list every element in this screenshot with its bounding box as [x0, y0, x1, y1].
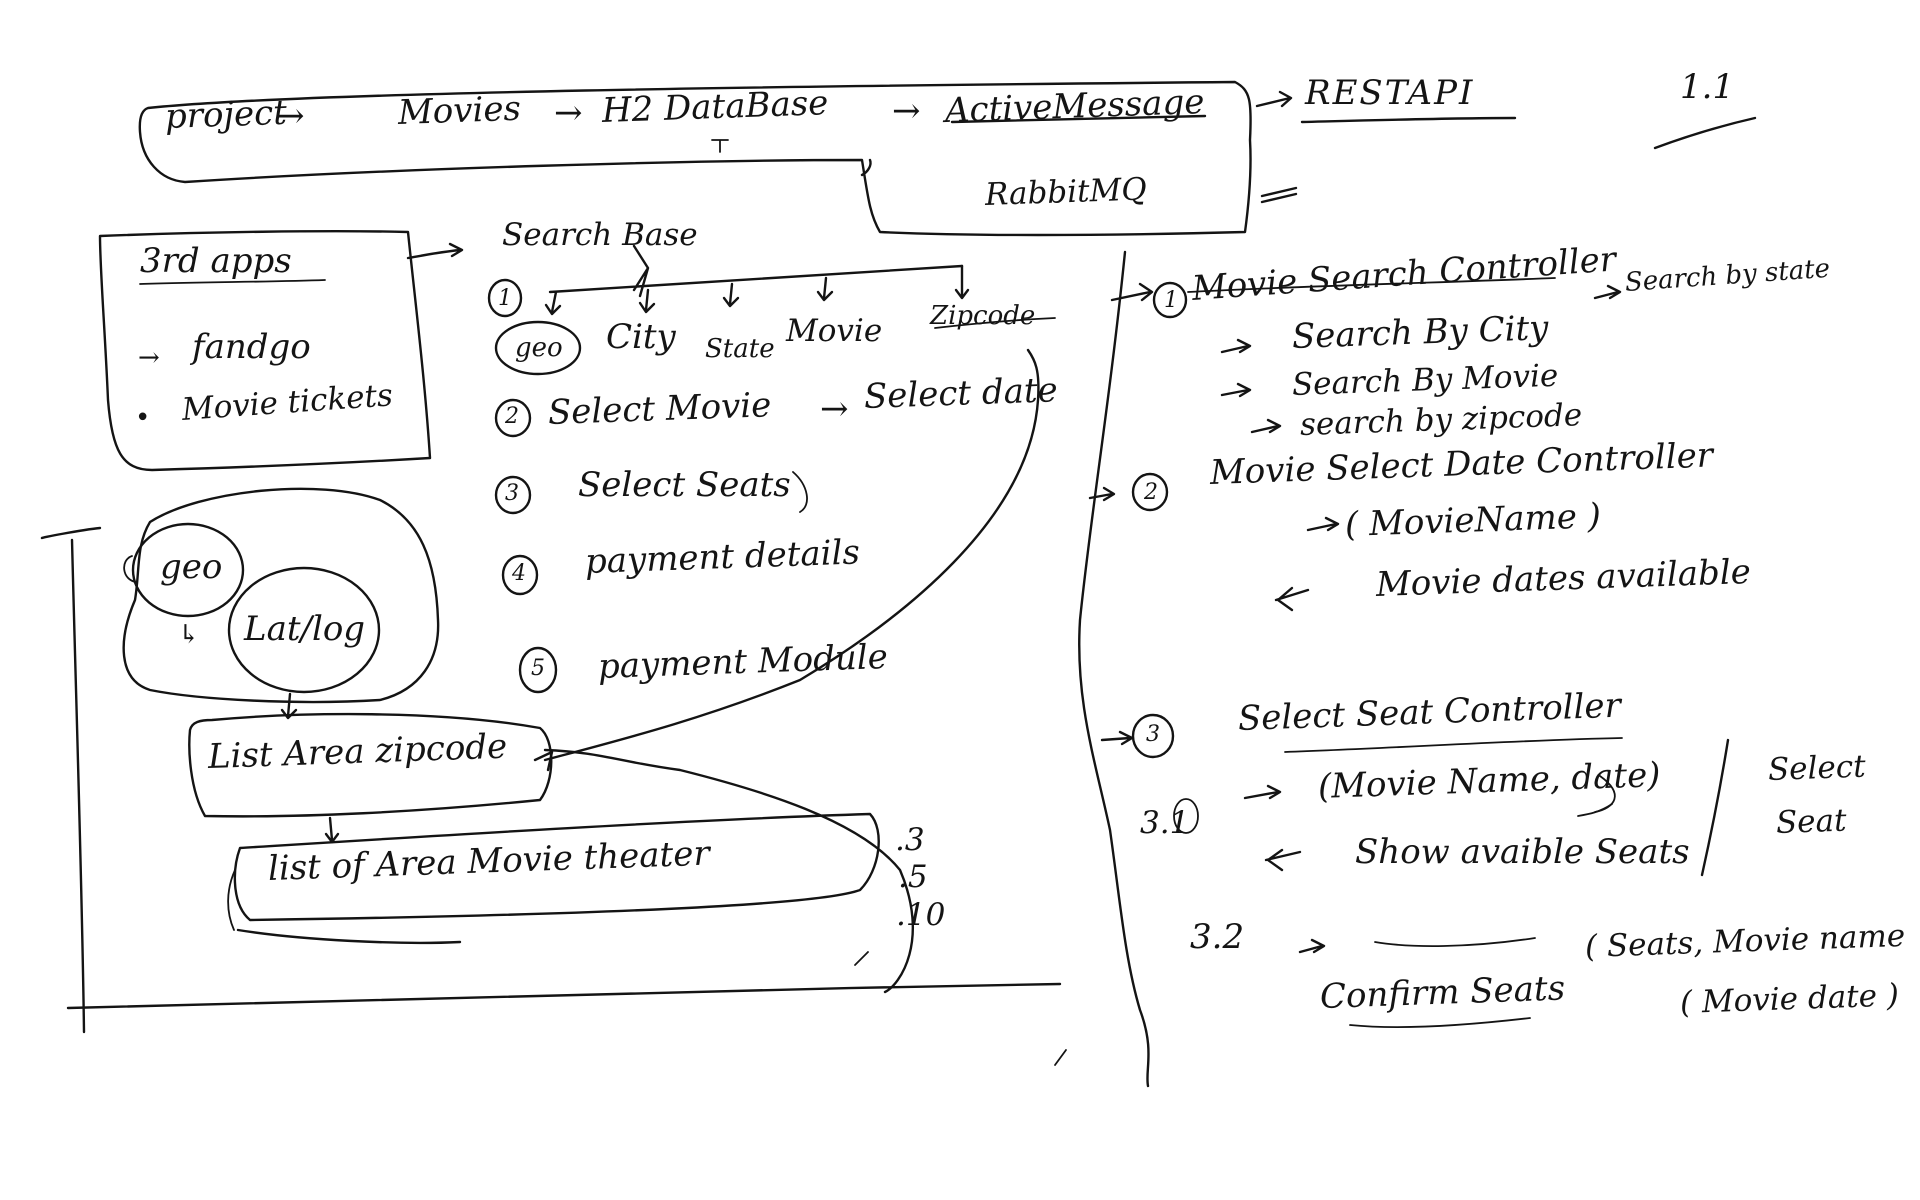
controller-number: 3 [1146, 722, 1160, 747]
arrow-glyph: → [138, 343, 160, 373]
step-number: 4 [512, 561, 526, 586]
step-number: 2 [505, 404, 519, 429]
c2-input-moviename: ( MovieName ) [1344, 496, 1602, 545]
distance-value: .3 [895, 822, 925, 858]
c3-side-seat: Seat [1775, 802, 1848, 841]
arrow-glyph: → [276, 96, 305, 136]
top-flow-box [138, 80, 1252, 237]
version-underline [1653, 116, 1757, 150]
search-by-city: Search By City [1291, 308, 1549, 357]
step-number: 5 [531, 656, 545, 681]
controller-number: 1 [1164, 288, 1178, 313]
third-app-item: fandgo [192, 327, 311, 367]
c3-side-select: Select [1767, 748, 1867, 788]
arrow-extra [1260, 186, 1298, 204]
search-by-movie: Search By Movie [1291, 357, 1559, 403]
sub-step-number: 3.2 [1190, 917, 1245, 957]
step-payment-details: payment details [584, 532, 861, 582]
search-option-zipcode: Zipcode [930, 301, 1036, 331]
third-apps-title: 3rd apps [140, 241, 292, 281]
step-select-movie: Select Movie [547, 385, 772, 433]
arrow-to-restapi [1255, 90, 1293, 108]
sub-step-number: 3.1 [1140, 805, 1190, 841]
controller-number: 2 [1144, 480, 1158, 505]
c3-output-available-seats: Show avaible Seats [1355, 832, 1690, 872]
arrow-glyph: ↳ [178, 620, 200, 650]
bullet-glyph: • [135, 403, 151, 433]
active-message-label: ActiveMessage [944, 81, 1205, 131]
step-select-date: Select date [863, 370, 1059, 417]
c3-confirm-seats: Confirm Seats [1319, 968, 1566, 1017]
geo-label: geo [160, 547, 223, 587]
lat-log-label: Lat/log [244, 609, 366, 649]
step-number: 3 [505, 481, 519, 506]
third-apps-box [98, 230, 464, 472]
distance-value: .5 [898, 859, 928, 895]
project-label: project [164, 92, 288, 137]
c3-confirm-params-date: ( Movie date ) [1679, 977, 1900, 1021]
geo-flow-frame [40, 348, 1067, 1066]
step-payment-module: payment Module [597, 636, 889, 687]
h2-database-label: H2 DataBase [601, 83, 829, 131]
search-option-state: State [705, 334, 775, 364]
arrow-glyph: → [554, 93, 583, 133]
step-select-seats: Select Seats [578, 465, 791, 505]
movies-label: Movies [397, 88, 522, 133]
search-base-title: Search Base [502, 217, 698, 253]
restapi-label: RESTAPI [1305, 73, 1475, 113]
search-option-city: City [606, 317, 676, 357]
search-option-geo: geo [515, 333, 563, 363]
rabbitmq-label: RabbitMQ [984, 171, 1148, 213]
distance-value: .10 [896, 897, 946, 933]
restapi-underline [1300, 116, 1517, 124]
search-base-tree [487, 244, 1056, 694]
controllers-spine [1078, 250, 1730, 1088]
step-number: 1 [498, 286, 512, 311]
arrow-glyph: → [892, 91, 921, 131]
list-area-zipcode: List Area zipcode [207, 726, 508, 777]
version-mark: 1.1 [1680, 67, 1735, 107]
search-option-movie: Movie [786, 313, 883, 349]
arrow-glyph: → [820, 389, 849, 429]
